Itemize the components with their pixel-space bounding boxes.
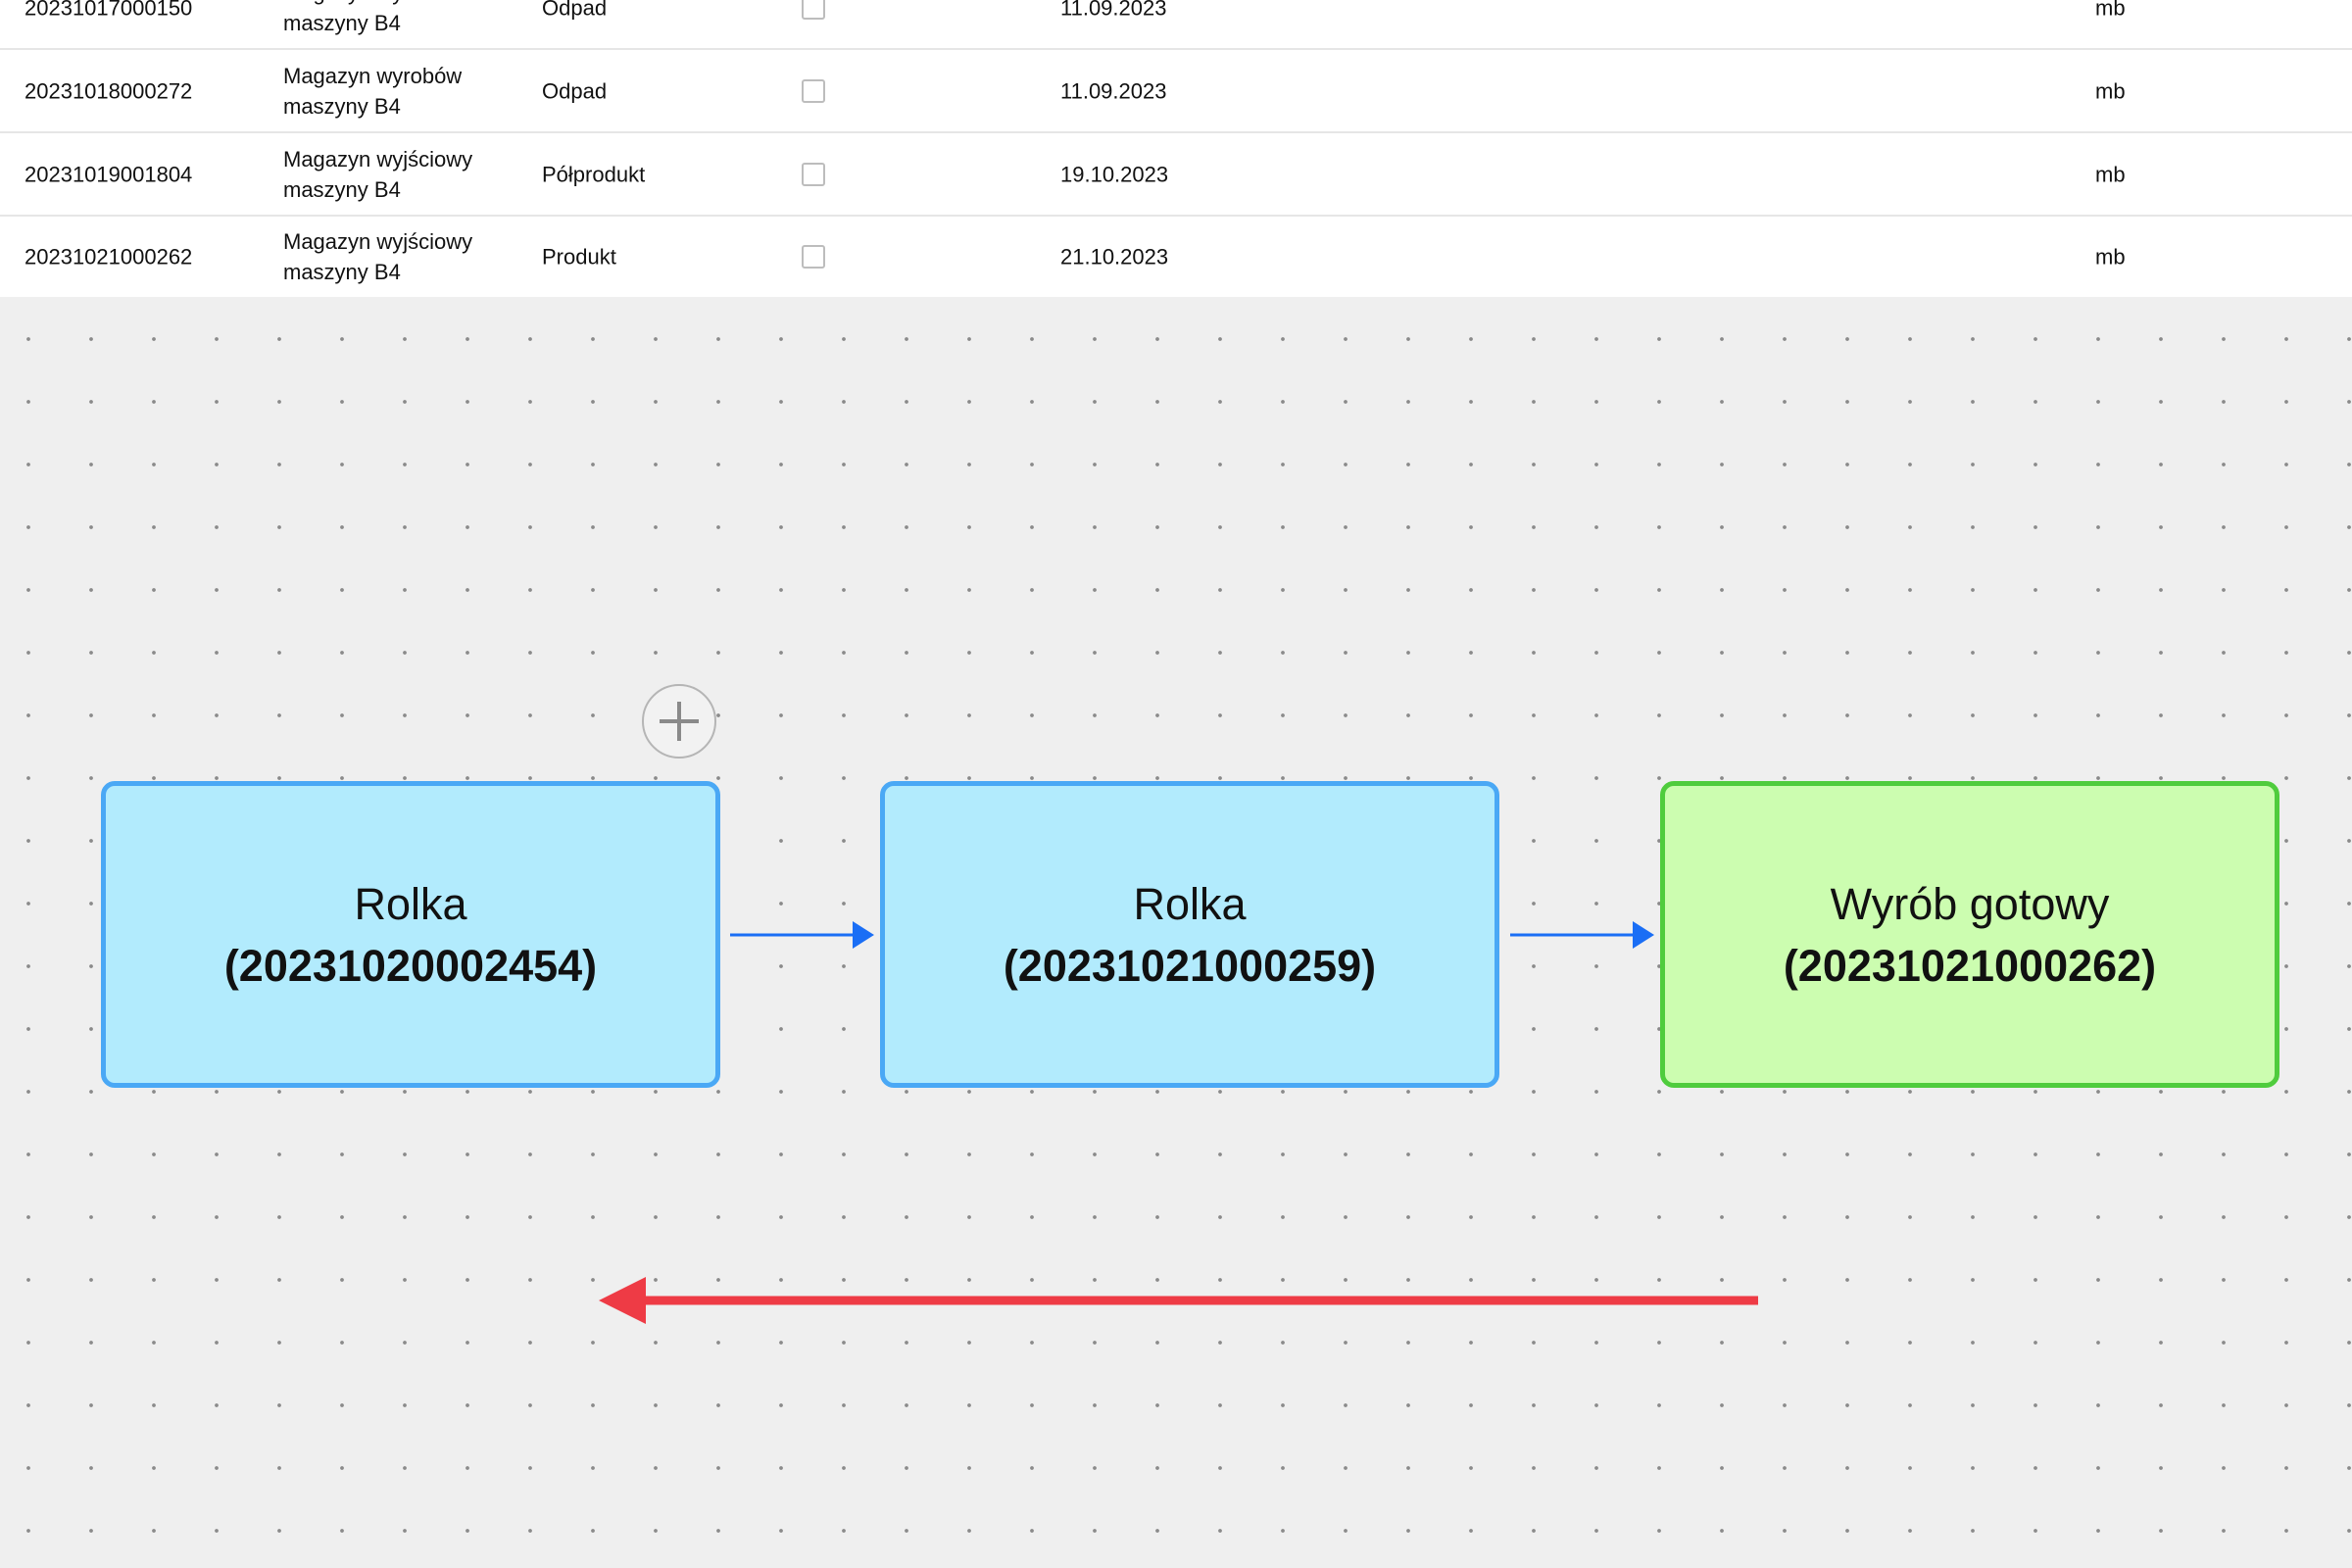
row-checkbox[interactable] (802, 244, 825, 269)
row-type: Półprodukt (542, 162, 646, 186)
node-code: (20231021000262) (1783, 940, 2157, 991)
node-code: (20231020002454) (223, 940, 598, 991)
table-row[interactable]: 20231017000150 Magazyn wyrobów maszyny B… (0, 0, 2352, 50)
row-location: Magazyn wyrobów maszyny B4 (283, 63, 463, 119)
flow-node-final[interactable]: Wyrób gotowy (20231021000262) (1660, 781, 2279, 1088)
node-label: Wyrób gotowy (1830, 878, 2110, 929)
row-type: Odpad (542, 0, 608, 20)
row-unit: mb (2095, 78, 2126, 103)
add-node-button[interactable] (642, 684, 716, 759)
flow-node[interactable]: Rolka (20231021000259) (880, 781, 1499, 1088)
row-checkbox[interactable] (802, 162, 825, 186)
row-location: Magazyn wyrobów maszyny B4 (283, 0, 462, 35)
row-id: 20231018000272 (24, 78, 193, 103)
node-label: Rolka (354, 878, 467, 929)
row-location: Magazyn wyjściowy maszyny B4 (283, 146, 473, 202)
row-unit: mb (2095, 244, 2126, 269)
table-row[interactable]: 20231018000272 Magazyn wyrobów maszyny B… (0, 50, 2352, 133)
table-row[interactable]: 20231019001804 Magazyn wyjściowy maszyny… (0, 133, 2352, 217)
items-table: 20231017000150 Magazyn wyrobów maszyny B… (0, 0, 2352, 299)
row-id: 20231019001804 (24, 162, 193, 186)
row-type: Produkt (542, 244, 616, 269)
table-row[interactable]: 20231021000262 Magazyn wyjściowy maszyny… (0, 216, 2352, 299)
flow-node[interactable]: Rolka (20231020002454) (101, 781, 720, 1088)
row-location: Magazyn wyjściowy maszyny B4 (283, 228, 473, 284)
row-id: 20231017000150 (24, 0, 193, 20)
row-date: 11.09.2023 (1060, 0, 1167, 20)
node-label: Rolka (1133, 878, 1247, 929)
node-code: (20231021000259) (1003, 940, 1377, 991)
row-date: 11.09.2023 (1060, 78, 1167, 103)
row-date: 19.10.2023 (1060, 162, 1169, 186)
row-id: 20231021000262 (24, 244, 193, 269)
row-checkbox[interactable] (802, 78, 825, 103)
row-unit: mb (2095, 0, 2126, 20)
row-unit: mb (2095, 162, 2126, 186)
row-checkbox[interactable] (802, 0, 825, 20)
row-date: 21.10.2023 (1060, 244, 1169, 269)
row-type: Odpad (542, 78, 608, 103)
